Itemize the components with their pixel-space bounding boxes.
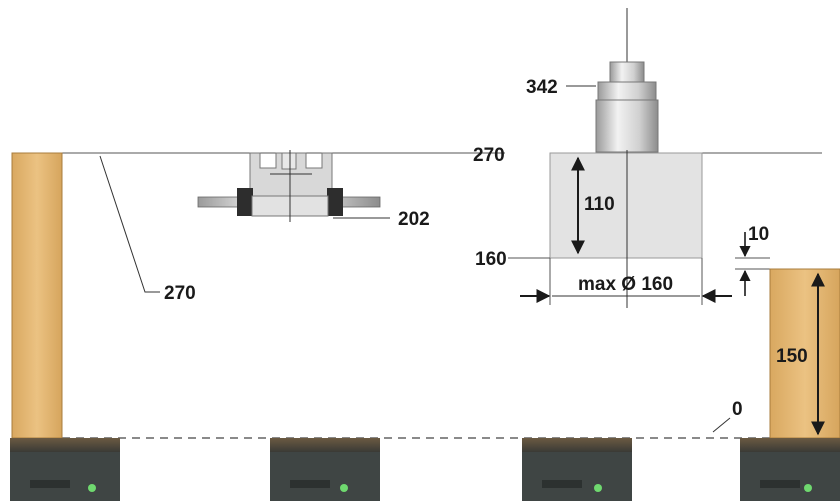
workpiece-block — [549, 152, 703, 259]
clamp-fixture — [197, 150, 381, 222]
base-unit-2 — [270, 438, 380, 501]
label-level-270-right: 270 — [473, 145, 505, 166]
label-gripper-342: 342 — [526, 77, 558, 98]
base-unit-1 — [10, 438, 120, 501]
leader-270-left — [99, 155, 160, 293]
leader-zero — [712, 417, 731, 433]
label-clearance-10: 10 — [748, 224, 769, 245]
label-zero-level: 0 — [732, 399, 743, 420]
label-block-110: 110 — [584, 194, 615, 215]
base-unit-3 — [522, 438, 632, 501]
label-level-270-left: 270 — [164, 283, 196, 304]
label-level-160: 160 — [475, 249, 507, 270]
right-wooden-pillar — [769, 268, 840, 439]
label-clamp-202: 202 — [398, 209, 430, 230]
gripper-cylinder — [595, 61, 659, 153]
label-max-diameter-160: max Ø 160 — [578, 274, 673, 295]
label-pillar-150: 150 — [776, 346, 808, 367]
base-unit-4 — [740, 438, 840, 501]
left-wooden-pillar — [11, 152, 63, 439]
